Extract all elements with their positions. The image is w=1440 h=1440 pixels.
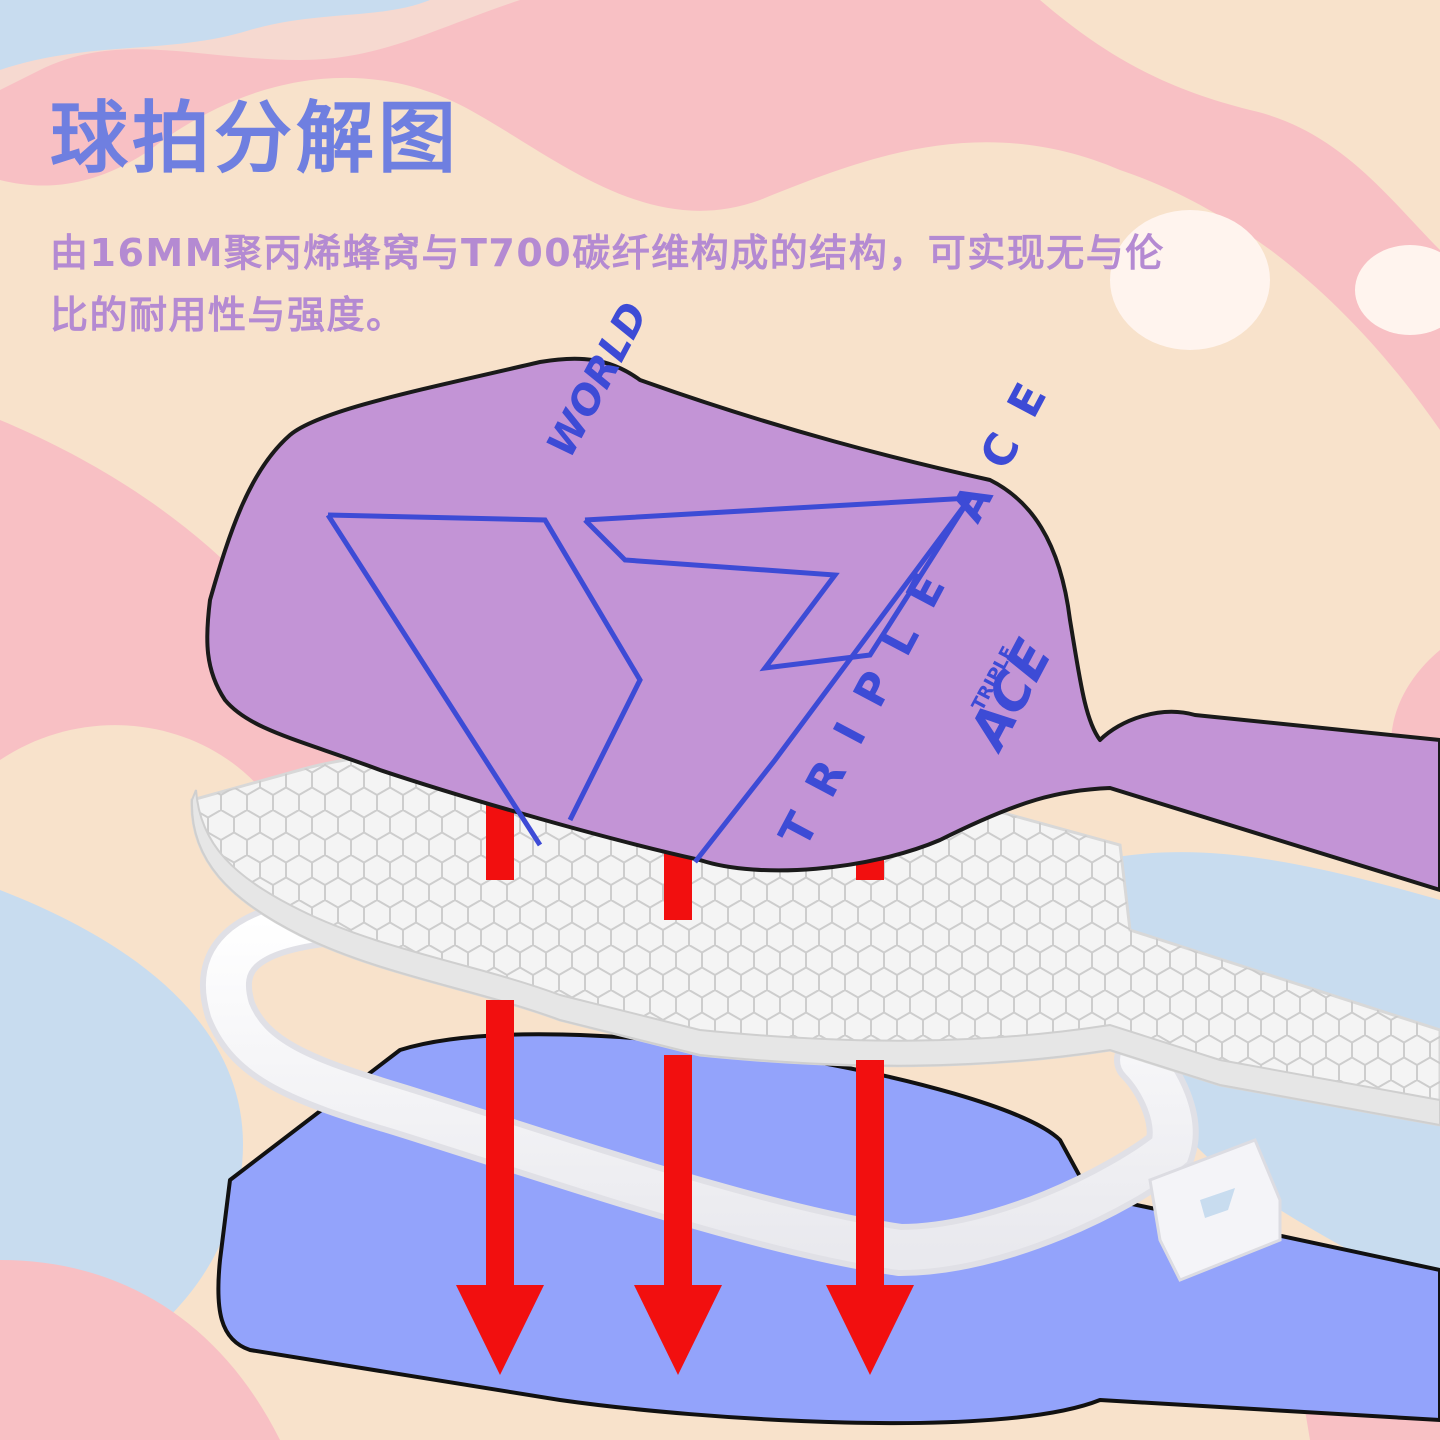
page-title: 球拍分解图: [50, 94, 461, 184]
down-arrow-icon: [826, 1060, 914, 1375]
down-arrow-icon: [456, 1000, 544, 1375]
edge-guard: [200, 894, 1282, 1282]
triple-ace-logo-outline: [325, 495, 975, 864]
down-arrow-icon: [634, 1055, 722, 1375]
page-description: 由16MM聚丙烯蜂窝与T700碳纤维构成的结构，可实现无与伦比的耐用性与强度。: [50, 231, 1165, 337]
